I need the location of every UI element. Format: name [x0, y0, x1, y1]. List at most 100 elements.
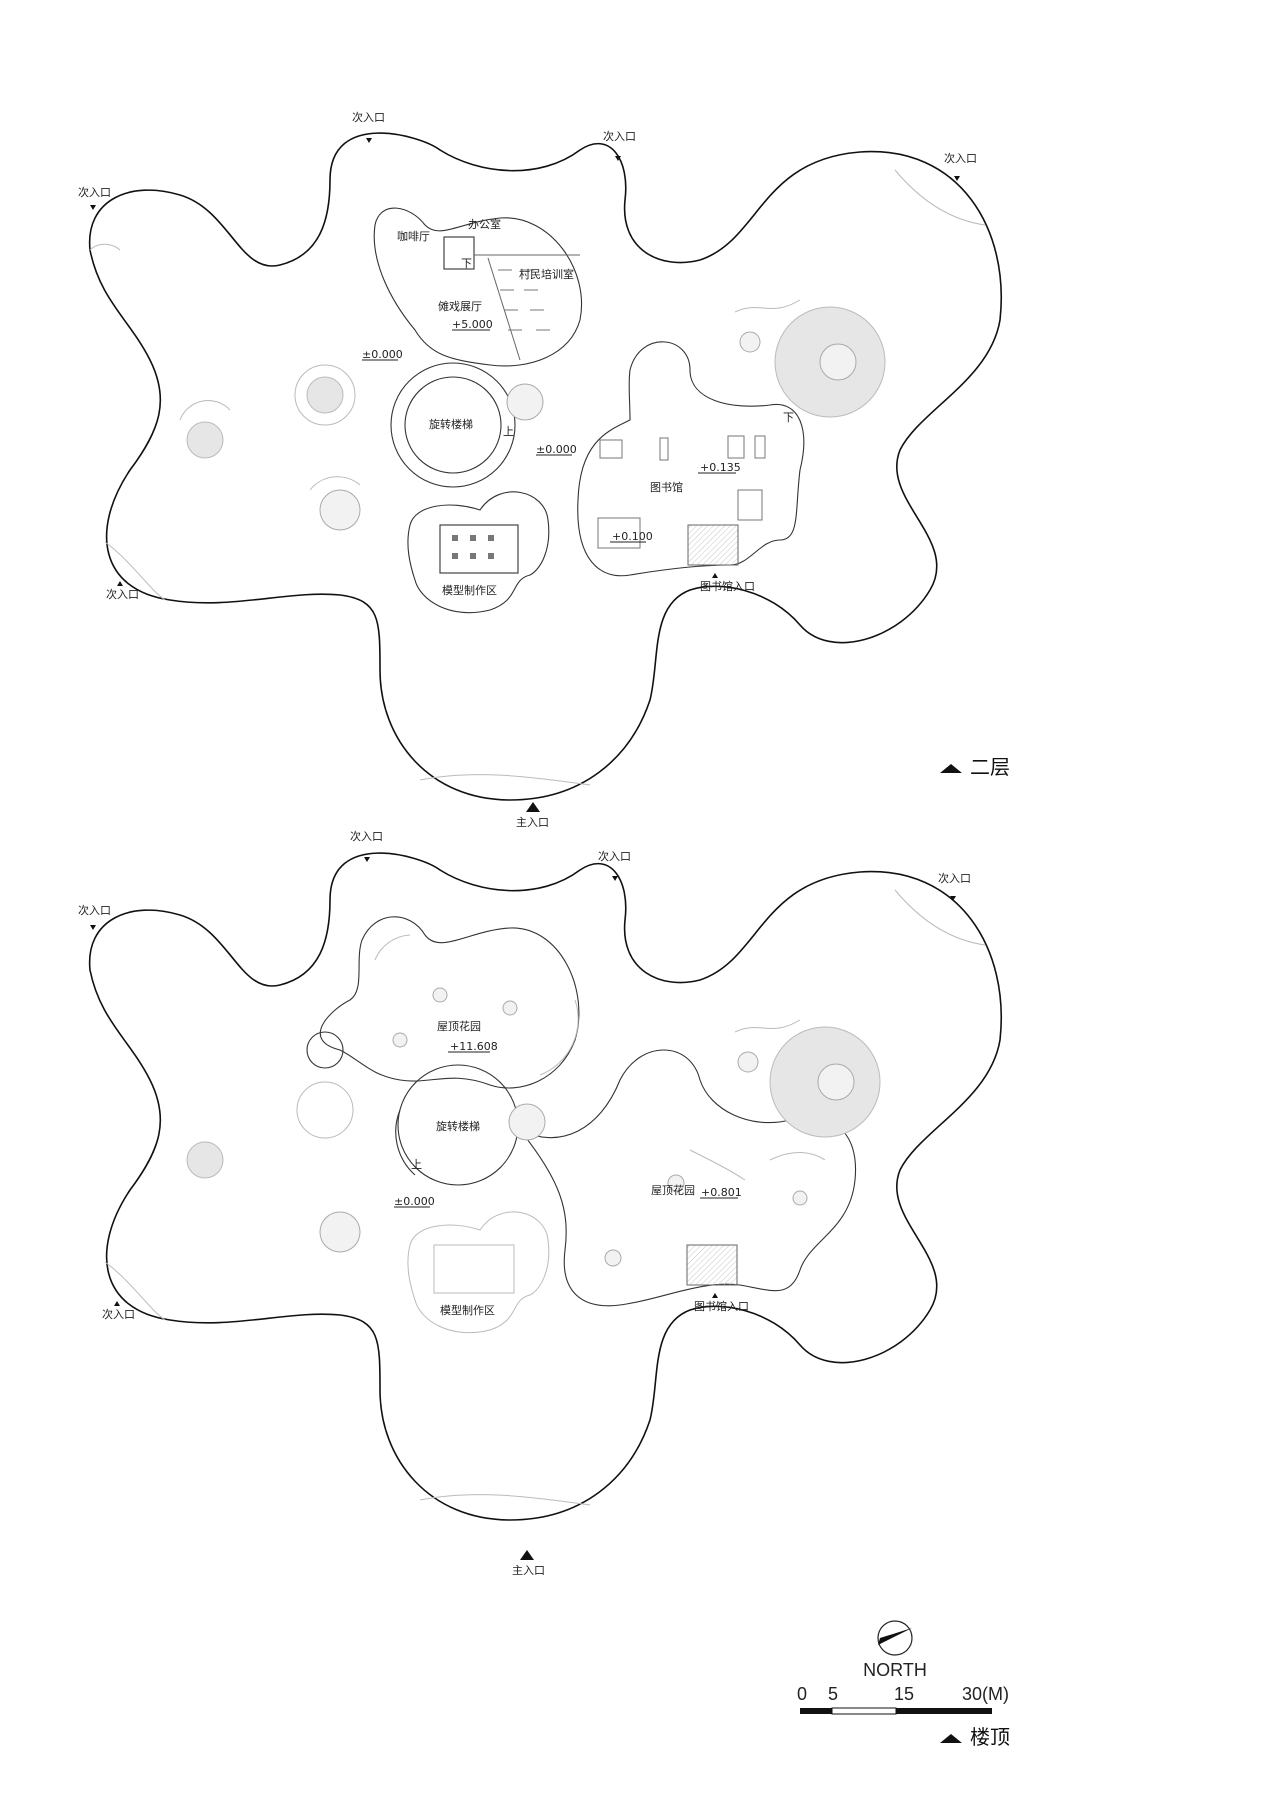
seat-arc: [539, 999, 579, 1076]
entrance-label: 次入口: [603, 129, 636, 143]
scale-tick: 15: [894, 1684, 914, 1704]
north-circle: [877, 1620, 913, 1656]
planter: [186, 1141, 224, 1179]
room-label-office: 办公室: [468, 217, 501, 231]
stair-up-mark: 上: [503, 425, 514, 438]
elevation-label: ±0.000: [362, 348, 403, 361]
stair-up-mark: 上: [411, 1158, 422, 1171]
model-workshop: [433, 1244, 515, 1294]
site-outline: [88, 132, 1003, 801]
room-label-stair: 旋转楼梯: [436, 1119, 480, 1133]
library-entrance-label: 图书馆入口: [694, 1299, 749, 1313]
scale-segment: [800, 1708, 832, 1714]
model-making-building: [407, 1211, 550, 1334]
stair-flight: [395, 1109, 416, 1176]
spiral-stair-outer: [390, 362, 516, 488]
north-arrow: NORTH: [863, 1620, 927, 1680]
scale-tick: 5: [828, 1684, 838, 1704]
seat-arc: [769, 1152, 826, 1161]
room-label-garden: 屋顶花园: [437, 1020, 481, 1033]
entrance-label: 次入口: [78, 185, 111, 199]
plan-title-roof: 楼顶: [970, 1725, 1010, 1749]
entrance-label: 次入口: [352, 110, 385, 124]
tree: [667, 1174, 685, 1192]
entrance-label: 次入口: [102, 1307, 135, 1321]
tree: [319, 489, 361, 531]
library-entrance-steps: [687, 524, 739, 566]
elevation-markers: [362, 329, 736, 543]
roof-garden-1: [319, 916, 580, 1089]
room-label-library: 图书馆: [650, 480, 683, 494]
entrance-label: 次入口: [78, 903, 111, 917]
site-outline: [88, 852, 1003, 1521]
tree: [319, 1211, 361, 1253]
planter: [306, 376, 344, 414]
entrance-markers: [90, 857, 962, 1743]
exhibition-building: [373, 207, 582, 367]
scale-tick: 0: [797, 1684, 807, 1704]
elevation-label: ±0.000: [394, 1195, 435, 1208]
model-making-building: [407, 491, 550, 614]
room-label-model: 模型制作区: [440, 1303, 495, 1317]
elevation-label: +5.000: [452, 318, 493, 331]
large-tree: [819, 343, 857, 381]
tree: [392, 1032, 408, 1048]
landscape-line: [894, 889, 986, 946]
spiral-stair-inner: [404, 376, 502, 474]
north-label: NORTH: [863, 1660, 927, 1680]
tree: [508, 1103, 546, 1141]
room-label-exhibition: 傩戏展厅: [438, 299, 482, 313]
library-shelves: [597, 435, 766, 549]
entrance-label: 次入口: [350, 829, 383, 843]
entrance-markers: [90, 138, 962, 812]
landscape-line: [734, 1019, 801, 1033]
tree: [506, 383, 544, 421]
stair-down-mark: 下: [461, 257, 472, 270]
training-desks: [498, 269, 550, 331]
room-label-garden: 屋顶花园: [651, 1184, 695, 1197]
entrance-label: 次入口: [944, 151, 977, 165]
tree: [792, 1190, 808, 1206]
plan-title-upper: 二层: [970, 755, 1010, 779]
room-label-stair: 旋转楼梯: [429, 417, 473, 431]
elevation-label: +0.100: [612, 530, 653, 543]
seat-arc: [689, 1149, 746, 1181]
tree: [604, 1249, 622, 1267]
entrance-label: 次入口: [106, 587, 139, 601]
scale-segment: [831, 1707, 897, 1715]
library-entrance-steps: [686, 1244, 738, 1286]
entrance-label: 次入口: [938, 871, 971, 885]
model-workshop: [439, 524, 519, 574]
library-entrance-label: 图书馆入口: [700, 579, 755, 593]
planter: [186, 421, 224, 459]
tree: [502, 1000, 518, 1016]
seat-arc: [309, 476, 361, 491]
large-tree: [817, 1063, 855, 1101]
tree: [432, 987, 448, 1003]
room-label-model: 模型制作区: [442, 583, 497, 597]
elevation-markers: [394, 1051, 738, 1208]
roof-garden-2: [519, 1049, 857, 1307]
landscape-line: [894, 169, 986, 226]
planter-ring: [296, 1081, 354, 1139]
main-entrance-label: 主入口: [512, 1564, 545, 1577]
scale-bar: 0 5 15 30(M): [797, 1684, 1009, 1715]
scale-tick: 30(M): [962, 1684, 1009, 1704]
landscape-line: [419, 774, 591, 786]
elevation-label: +0.135: [700, 461, 741, 474]
roof-plan: 次入口 次入口 次入口 次入口 次入口 图书馆入口 主入口 屋顶花园 屋顶花园 …: [78, 829, 1010, 1749]
upper-floor-plan: 次入口 次入口 次入口 次入口 次入口 图书馆入口 主入口 办公室 咖啡厅 村民…: [78, 110, 1010, 829]
north-needle-icon: [878, 1628, 912, 1645]
landscape-line: [104, 541, 166, 601]
library-building: [577, 341, 805, 577]
seat-arc: [374, 934, 411, 961]
tree: [737, 1051, 759, 1073]
landscape-line: [734, 299, 801, 313]
landscape-line: [419, 1494, 591, 1506]
room-label-training: 村民培训室: [519, 267, 574, 281]
entrance-label: 次入口: [598, 849, 631, 863]
tree: [739, 331, 761, 353]
planter-ring: [306, 1031, 344, 1069]
elevation-label: +0.801: [701, 1186, 742, 1199]
elevation-label: +11.608: [450, 1040, 498, 1053]
